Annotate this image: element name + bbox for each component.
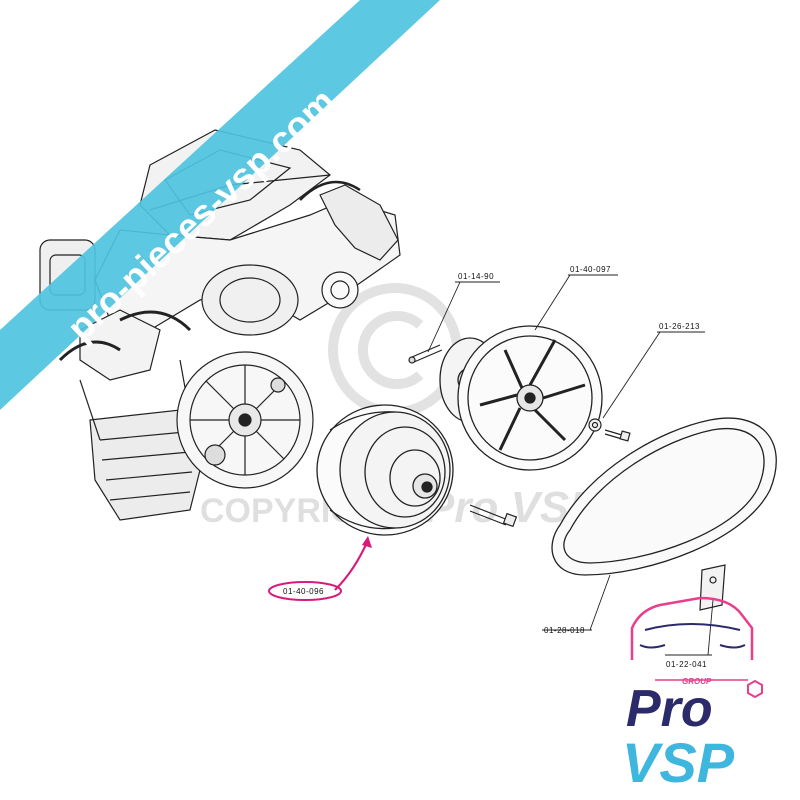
highlight-ring [268,581,342,601]
part-label-01-26-213: 01-26-213 [659,322,700,331]
highlight-arrowhead [362,536,372,548]
part-label-01-22-041: 01-22-041 [666,660,707,669]
highlight-leader [334,539,370,591]
pulley-bolt [469,504,518,528]
driven-pulley [316,404,454,536]
drive-pulley [439,325,603,471]
logo-car-outline [630,596,754,660]
logo-pro-text: Pro [626,680,713,738]
part-label-01-14-90: 01-14-90 [458,272,494,281]
pro-vsp-logo: GROUP Pro VSP [622,596,763,794]
pin [408,344,443,364]
leader-lines [427,274,714,656]
part-label-01-28-018: 01-28-018 [544,626,585,635]
logo-group-label: GROUP [682,677,712,686]
logo-vsp-text: VSP [622,731,735,794]
engine-block [39,129,401,521]
part-label-01-40-097: 01-40-097 [570,265,611,274]
part-label-01-40-096: 01-40-096 [283,587,324,596]
drive-belt [551,417,777,576]
washer-and-bolt [588,418,631,442]
